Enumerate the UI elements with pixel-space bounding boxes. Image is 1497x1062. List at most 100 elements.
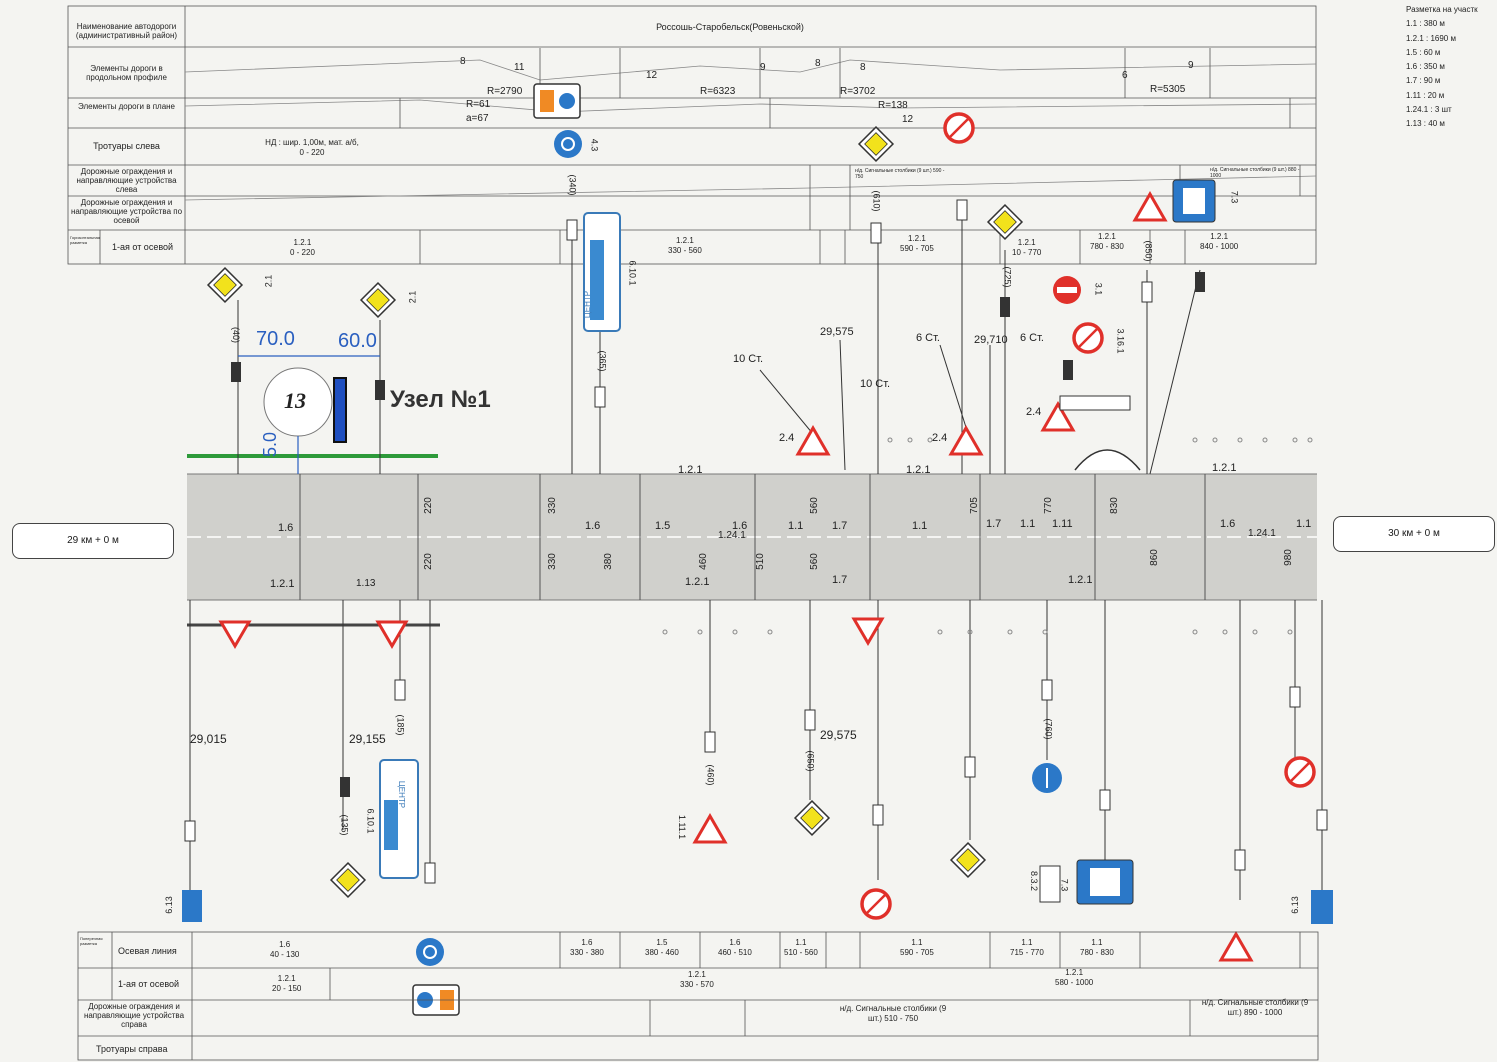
bottom-first-code: 1.2.1 [277,974,296,983]
row-header-sidewalk-left: Тротуары слева [93,141,160,151]
priority-sign-3 [858,126,894,162]
bottom-first-range: 20 - 150 [272,984,302,993]
row-header-profile: Элементы дороги в продольном профиле [86,64,167,82]
legend-item: 1.13 : 40 м [1406,119,1445,129]
post-23 [1316,809,1328,831]
road-station: 830 [1108,497,1120,514]
post-19 [1041,679,1053,701]
profile-num: 11 [514,62,525,73]
dimension-5: 5.0 [260,431,281,458]
post-2 [375,380,385,400]
top-marking-code: 1.2.1 [293,238,312,247]
sign-code: 10 Ст. [733,353,764,365]
road-mark: 1.2.1 [906,464,931,476]
yield-sign-1 [796,426,830,456]
top-marking-range: 10 - 770 [1012,248,1042,257]
profile-num: 12 [646,70,658,81]
road-mark: 1.2.1 [1212,462,1237,474]
road-mark: 1.7 [986,518,1002,530]
plan-radius: R=138 [878,100,908,111]
sign-code: 7.3 [1059,878,1070,892]
row-header-first-lane-bottom: 1-ая от осевой [118,979,180,989]
post-22 [1289,686,1301,708]
sign-offset: (760) [1043,718,1054,740]
sign-offset: (365) [597,350,608,372]
road-station: 330 [546,553,558,570]
roundabout-sign-top [553,129,583,159]
post-10 [1195,272,1205,292]
sign-code: 8.3.2 [1029,870,1040,892]
km-start-box: 29 км + 0 м [12,523,174,559]
node-label: Узел №1 [390,386,491,413]
post-21 [1234,849,1246,871]
axis-guard-note: н/д. Сигнальные столбики (9 шт.) 880 - 1… [1210,167,1300,179]
sign-code: 6.10.1 [627,260,638,286]
legend-item: 1.1 : 380 м [1406,19,1445,29]
road-station: 770 [1042,497,1054,514]
dimension-70: 70.0 [256,328,295,350]
sign-offset: (725) [1002,266,1013,288]
row-header-guard-axis: Дорожные ограждения и направляющие устро… [70,198,183,225]
road-mark: 1.6 [585,520,601,532]
post-15 [704,731,716,753]
road-mark: 1.2.1 [685,576,710,588]
node-bar [333,377,347,443]
sign-offset: (850) [1143,240,1154,262]
post-1 [231,362,241,382]
profile-num: 6 [1122,70,1128,81]
road-station: 705 [968,497,980,514]
bottom-axis-range: 330 - 380 [570,948,604,957]
sign-code: 3.16.1 [1115,328,1126,354]
sign-offset: (650) [805,750,816,772]
row-header-axis: Осевая линия [118,946,177,956]
top-marking-range: 840 - 1000 [1200,242,1239,251]
profile-radius: R=5305 [1150,84,1186,95]
sign-code: 3.1 [1093,282,1104,296]
km-marker-1 [182,890,202,922]
curve-warning-top [1133,192,1167,222]
legend-item: 1.2.1 : 1690 м [1406,33,1456,43]
plate-8-3-2 [1039,865,1061,903]
sign-code: 2.4 [932,432,948,444]
post-7 [1000,297,1010,317]
top-marking-code: 1.2.1 [1017,238,1036,247]
road-mark: 1.7 [832,520,848,532]
sign-code: 1.11.1 [677,814,688,840]
sign-code: 4.3 [589,138,600,152]
bottom-table [77,931,1319,1061]
km-marker-2 [1311,890,1333,924]
top-marking-code: 1.2.1 [1210,232,1229,241]
row-header-guard-right: Дорожные ограждения и направляющие устро… [83,1002,185,1029]
road-station: 220 [422,553,434,570]
row-header-plan: Элементы дороги в плане [77,102,176,111]
dimension-60: 60.0 [338,330,377,352]
node-number: 13 [284,388,306,413]
top-marking-range: 780 - 830 [1090,242,1124,251]
road-mark: 1.1 [912,520,928,532]
road-station: 330 [546,497,558,514]
curve-warning-2 [1219,932,1253,962]
legend-item: 1.24.1 : 3 шт [1406,105,1452,115]
road-mark: 1.1 [1020,518,1036,530]
bottom-first-range: 580 - 1000 [1055,978,1094,987]
post-4 [594,386,606,408]
sign-code: 6 Ст. [916,332,940,344]
post-11 [394,679,406,701]
sign-code: 6.13 [1289,896,1300,914]
legend-item: 1.6 : 350 м [1406,62,1445,72]
post-20 [1099,789,1111,811]
bottom-first-range: 330 - 570 [680,980,714,989]
